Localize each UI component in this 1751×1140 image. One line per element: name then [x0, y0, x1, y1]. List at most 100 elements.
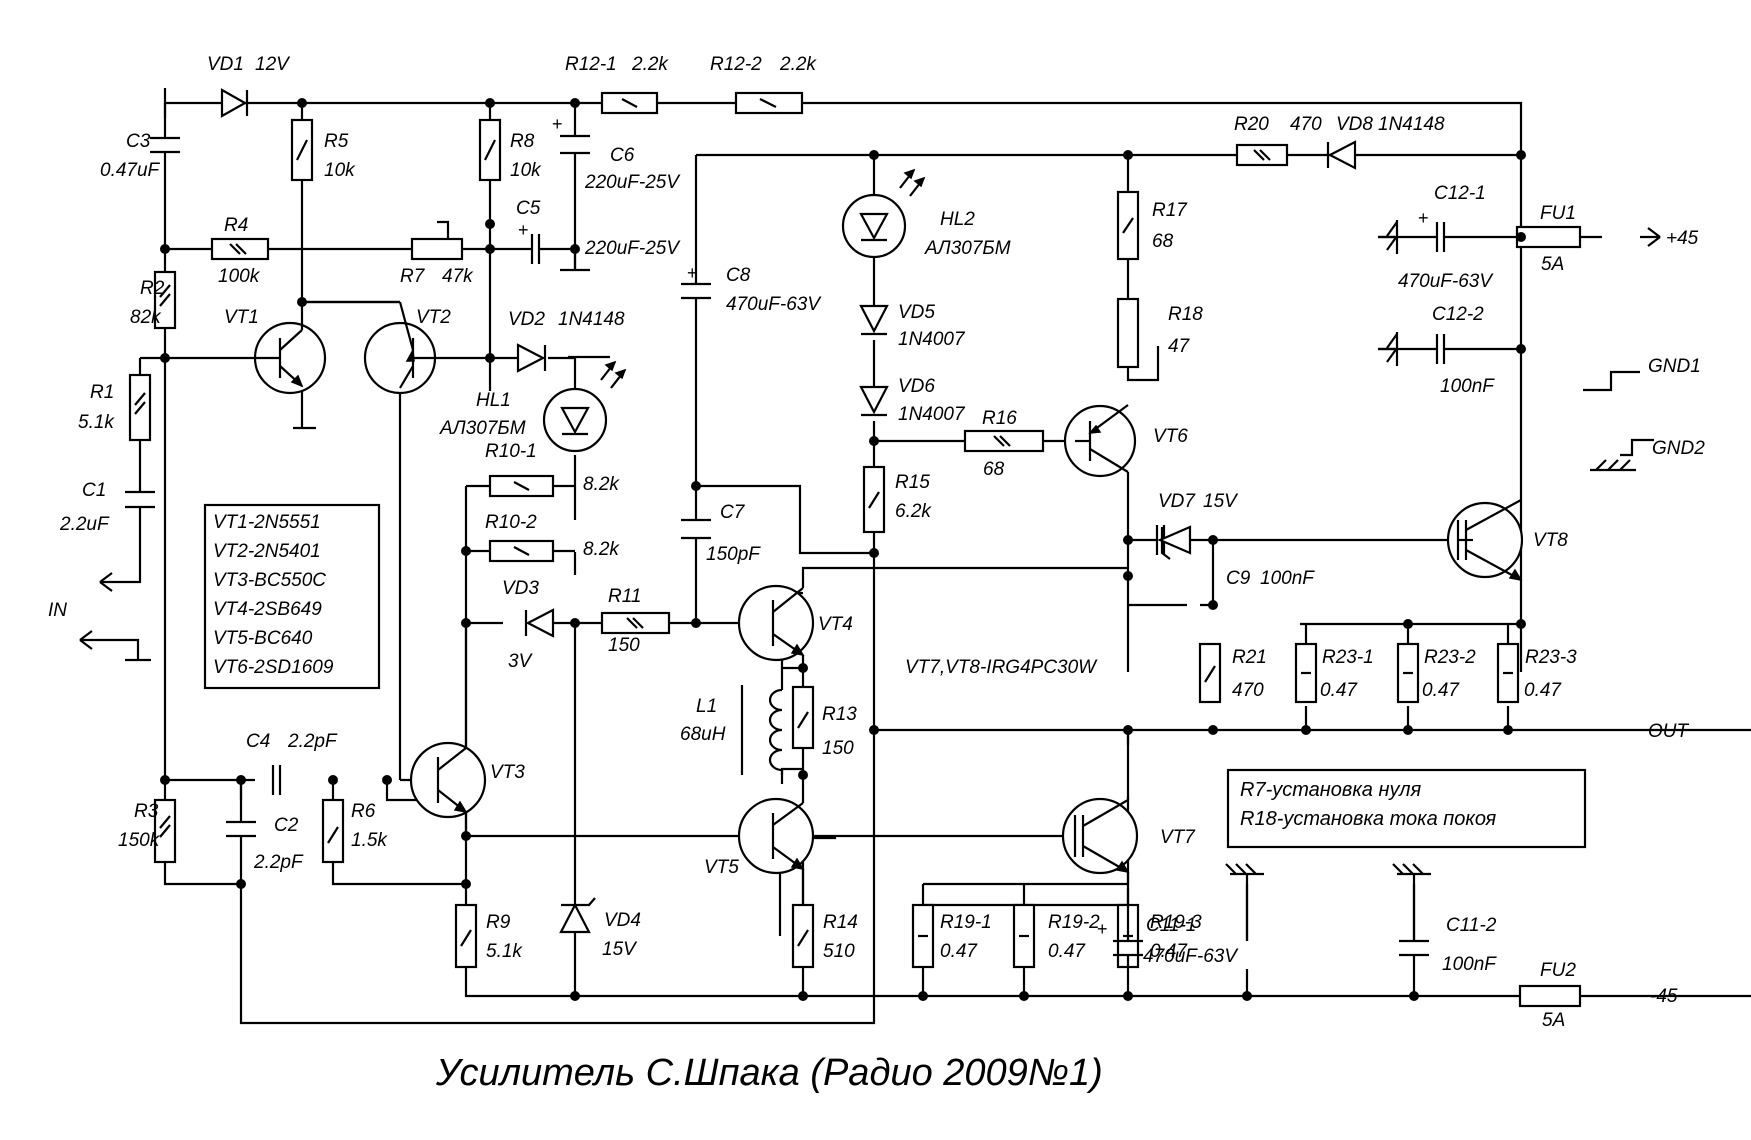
label-vd3-designator: VD3	[502, 578, 539, 599]
diode-vd1	[220, 88, 249, 118]
label-r8-designator: R8	[510, 131, 535, 152]
svg-text:+: +	[1418, 208, 1429, 228]
transistor-vt2	[363, 301, 440, 395]
resistor-r6	[321, 798, 345, 864]
parts-line-2: VT2-2N5401	[213, 541, 321, 562]
label-vd6-designator: VD6	[898, 376, 935, 397]
capacitor-c5	[530, 234, 541, 264]
zener-vd7	[1157, 525, 1192, 560]
label-r10-2-value: 8.2k	[583, 539, 620, 560]
parts-box-lines: VT1-2N5551 VT2-2N5401 VT3-BC550C VT4-2SB…	[213, 512, 334, 678]
label-r6-designator: R6	[351, 801, 376, 822]
resistor-r5	[290, 118, 314, 182]
label-r6-value: 1.5k	[351, 830, 388, 851]
resistor-r2	[153, 270, 177, 330]
label-c4-value: 2.2pF	[287, 731, 338, 752]
capacitor-c7	[681, 518, 711, 540]
terminal-gnd2: GND2	[1652, 438, 1705, 459]
label-r23-3-designator: R23-3	[1525, 647, 1577, 668]
label-vd2-value: 1N4148	[558, 309, 625, 330]
label-r8-value: 10k	[510, 160, 542, 181]
capacitor-c8	[681, 282, 711, 300]
label-r13-designator: R13	[822, 704, 857, 725]
label-c8-value: 470uF-63V	[726, 294, 822, 315]
label-r5-value: 10k	[324, 160, 356, 181]
terminal-vpos: +45	[1666, 228, 1699, 249]
label-r17-designator: R17	[1152, 200, 1188, 221]
label-r15-value: 6.2k	[895, 501, 932, 522]
label-r9-designator: R9	[486, 912, 511, 933]
label-c5-value: 220uF-25V	[584, 238, 681, 259]
resistor-r15	[862, 465, 886, 534]
label-c11-1-value: 470uF-63V	[1143, 946, 1239, 967]
label-r11-designator: R11	[608, 586, 641, 607]
fuse-fu2	[1518, 984, 1582, 1008]
led-hl1	[542, 360, 627, 453]
resistor-r23-1	[1294, 642, 1318, 704]
resistor-r13	[791, 685, 815, 750]
label-r3-designator: R3	[134, 801, 159, 822]
label-r10-1-designator: R10-1	[485, 441, 537, 462]
capacitors: + + + + +	[125, 114, 1461, 969]
svg-text:+: +	[1097, 919, 1108, 939]
label-fu2-value: 5A	[1542, 1010, 1565, 1031]
label-r23-2-value: 0.47	[1422, 680, 1460, 701]
transistors	[253, 300, 1524, 905]
label-r1-designator: R1	[90, 382, 114, 403]
resistor-r21	[1198, 642, 1222, 704]
label-c7-value: 150pF	[706, 544, 761, 565]
zener-vd4	[559, 897, 596, 934]
label-r18-value: 47	[1168, 336, 1191, 357]
label-vd6-value: 1N4007	[898, 404, 966, 425]
label-c12-1-designator: C12-1	[1434, 183, 1486, 204]
label-vd4-designator: VD4	[604, 910, 641, 931]
svg-text:+: +	[518, 220, 529, 240]
igbt-note: VT7,VT8-IRG4PC30W	[905, 657, 1098, 678]
terminal-gnd1: GND1	[1648, 356, 1701, 377]
label-r2-value: 82k	[130, 307, 162, 328]
label-vd4-value: 15V	[602, 939, 638, 960]
label-c11-2-value: 100nF	[1442, 954, 1497, 975]
label-c9-value: 100nF	[1260, 568, 1315, 589]
resistor-r19-1	[911, 903, 935, 969]
resistor-r10-1	[488, 474, 555, 498]
resistor-r10-2	[488, 539, 555, 563]
note-r18: R18-установка тока покоя	[1240, 808, 1497, 830]
label-vd5-value: 1N4007	[898, 329, 966, 350]
capacitor-c1	[125, 490, 155, 509]
resistor-r23-3	[1496, 642, 1520, 704]
transistor-vt5	[737, 774, 815, 905]
resistor-r20	[1235, 143, 1289, 167]
label-r3-value: 150k	[118, 830, 161, 851]
label-vd8-designator: VD8	[1336, 114, 1373, 135]
resistor-r9	[454, 903, 478, 969]
label-vt8-designator: VT8	[1533, 530, 1568, 551]
leds	[542, 168, 926, 453]
label-vd8-value: 1N4148	[1378, 114, 1445, 135]
label-hl1-designator: HL1	[476, 390, 511, 411]
label-r16-designator: R16	[982, 408, 1017, 429]
diode-vd5	[859, 304, 889, 336]
diodes	[220, 88, 1357, 934]
label-r19-2-value: 0.47	[1048, 941, 1086, 962]
label-fu1-designator: FU1	[1540, 203, 1576, 224]
label-r19-1-designator: R19-1	[940, 912, 992, 933]
label-r4-value: 100k	[218, 266, 261, 287]
resistor-r17	[1116, 190, 1140, 261]
label-c9-designator: C9	[1226, 568, 1251, 589]
label-c3-value: 0.47uF	[100, 160, 161, 181]
label-r11-value: 150	[608, 635, 640, 656]
capacitor-c3	[150, 136, 180, 154]
resistor-r18	[1116, 297, 1140, 369]
label-r4-designator: R4	[224, 215, 248, 236]
label-r19-3-designator: R19-3	[1150, 912, 1202, 933]
label-r12-1-value: 2.2k	[631, 54, 669, 75]
label-vt1-designator: VT1	[224, 307, 259, 328]
resistor-r8	[478, 118, 502, 182]
label-r13-value: 150	[822, 738, 854, 759]
label-r14-value: 510	[823, 941, 855, 962]
label-vd5-designator: VD5	[898, 302, 935, 323]
label-r23-2-designator: R23-2	[1424, 647, 1476, 668]
